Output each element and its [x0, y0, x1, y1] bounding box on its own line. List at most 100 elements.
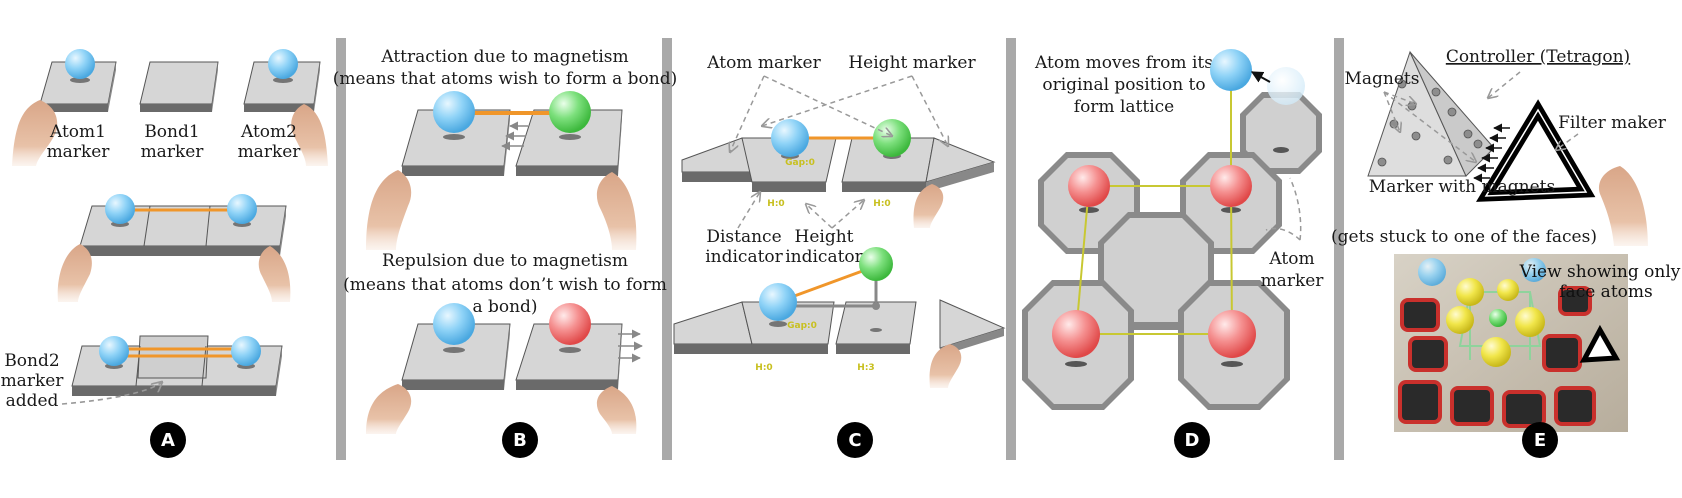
atom2-ball — [268, 49, 298, 79]
atom-ball-a-mid-right — [227, 194, 257, 224]
repulsion-title-line2: (means that atoms don’t wish to form — [343, 275, 667, 295]
controller-arrow — [1488, 71, 1521, 98]
atom2-label-line2: marker — [238, 142, 302, 162]
hand-right-a-mid — [258, 246, 291, 302]
repulsion-title-line1: Repulsion due to magnetism — [382, 251, 628, 271]
ar-marker-tiles — [1398, 286, 1596, 428]
c-top-h-left-tag: H:0 — [767, 199, 784, 209]
badge-d — [1174, 422, 1210, 458]
ar-atom-yellow-5 — [1497, 279, 1519, 301]
panel-e: Controller (Tetragon) Magnets Filter mak… — [1331, 47, 1681, 458]
repulsion-arrows — [618, 329, 643, 363]
attraction-title-line2: (means that atoms wish to form a bond) — [333, 69, 677, 89]
ar-atom-blue-2 — [1522, 258, 1546, 282]
d-atom-moved-blue — [1210, 49, 1252, 91]
repel-left-tile — [401, 323, 511, 390]
repel-blue-atom — [433, 303, 475, 345]
distance-indicator-line1: Distance — [706, 227, 781, 247]
ar-atom-yellow-1 — [1456, 278, 1484, 306]
hand-right-c-top — [913, 184, 944, 228]
badge-c — [837, 422, 873, 458]
badge-b-label: B — [513, 430, 527, 451]
atom-ball-a-bottom-left — [99, 336, 129, 366]
panel-divider-de — [1334, 38, 1344, 460]
attract-green-atom — [549, 91, 591, 133]
bond2-label-line2: marker — [1, 371, 65, 391]
atom2-label-line1: Atom2 — [240, 122, 297, 142]
c-top-green-atom — [873, 119, 911, 157]
attract-right-tile — [515, 109, 623, 176]
ar-view-photo — [1394, 254, 1628, 432]
hand-left-a — [12, 100, 58, 166]
ar-atom-blue-1 — [1418, 258, 1446, 286]
ar-atom-yellow-2 — [1446, 306, 1474, 334]
attraction-title-line1: Attraction due to magnetism — [380, 47, 628, 67]
hand-left-a-mid — [57, 244, 92, 302]
panel-a: Atom1 marker Bond1 marker Atom2 marker — [1, 49, 328, 458]
c-top-blue-atom — [771, 119, 809, 157]
bond2-label-line1: Bond2 — [4, 351, 59, 371]
bond1-label-line2: marker — [141, 142, 205, 162]
view-label-line1: View showing only — [1519, 262, 1681, 282]
hand-left-b-bottom — [366, 384, 412, 434]
ar-filter-triangle — [1579, 324, 1621, 363]
hand-right-c-bottom — [929, 344, 962, 388]
badge-d-label: D — [1185, 430, 1200, 451]
bond2-arrow — [61, 382, 162, 405]
bond1-tile — [139, 61, 219, 112]
c-top-h-right-tag: H:0 — [873, 199, 890, 209]
badge-a — [150, 422, 186, 458]
hand-right-a — [291, 104, 328, 166]
c-bottom-blue-atom — [759, 283, 797, 321]
badge-e-label: E — [1534, 430, 1546, 451]
d-atom-ghost — [1267, 67, 1305, 105]
c-bottom-h-right-tag: H:3 — [857, 363, 874, 373]
badge-b — [502, 422, 538, 458]
atom2-tile — [243, 49, 321, 112]
moves-label-line1: Atom moves from its — [1034, 53, 1213, 73]
ar-atom-yellow-3 — [1515, 307, 1545, 337]
height-marker-label: Height marker — [848, 53, 976, 73]
panel-d: Atom moves from its original position to… — [1022, 49, 1324, 458]
filter-maker-label: Filter maker — [1558, 113, 1667, 133]
panel-c: Atom marker Height marker Gap:0 H:0 H:0 — [673, 53, 1006, 458]
c-callout-arrows — [730, 75, 948, 229]
atom-ball-a-bottom-right — [231, 336, 261, 366]
moves-label-line2: original position to — [1042, 75, 1205, 95]
d-atom-marker-line1: Atom — [1268, 249, 1314, 269]
atom1-ball — [65, 49, 95, 79]
hand-right-b-top — [596, 172, 637, 250]
atom-ball-a-mid-left — [105, 194, 135, 224]
atom1-tile — [39, 49, 117, 112]
c-top-row: Gap:0 H:0 H:0 — [681, 119, 996, 228]
moves-label-line3: form lattice — [1074, 97, 1174, 117]
hand-right-b-bottom — [596, 386, 637, 434]
hand-e — [1598, 166, 1648, 246]
badge-c-label: C — [848, 430, 861, 451]
d-move-arrow — [1250, 71, 1271, 83]
badge-e — [1522, 422, 1558, 458]
d-atom-red-top-right — [1210, 165, 1252, 207]
repulsion-title-line3: a bond) — [472, 297, 537, 317]
height-indicator-line1: Height — [795, 227, 854, 247]
atom1-label-line1: Atom1 — [49, 122, 106, 142]
d-atom-marker-arrows — [1265, 177, 1302, 241]
c-top-gap-tag: Gap:0 — [785, 158, 815, 168]
repel-red-atom — [549, 303, 591, 345]
attract-left-tile — [401, 109, 511, 176]
combined-bond-strip — [79, 194, 287, 256]
bond2-strip — [71, 335, 283, 396]
repel-right-tile — [515, 323, 623, 390]
bond1-label-line1: Bond1 — [144, 122, 199, 142]
badge-a-label: A — [161, 430, 175, 451]
distance-indicator-line2: indicator — [705, 247, 783, 267]
octagon-center — [1098, 212, 1214, 330]
c-bottom-h-left-tag: H:0 — [755, 363, 772, 373]
atom1-label-line2: marker — [47, 142, 111, 162]
d-atom-marker-line2: marker — [1261, 271, 1325, 291]
tetragon-controller — [1367, 50, 1495, 177]
panel-divider-bc — [662, 38, 672, 460]
bond2-label-line3: added — [6, 391, 59, 411]
c-bottom-row: Gap:0 H:0 H:3 — [673, 247, 1006, 388]
